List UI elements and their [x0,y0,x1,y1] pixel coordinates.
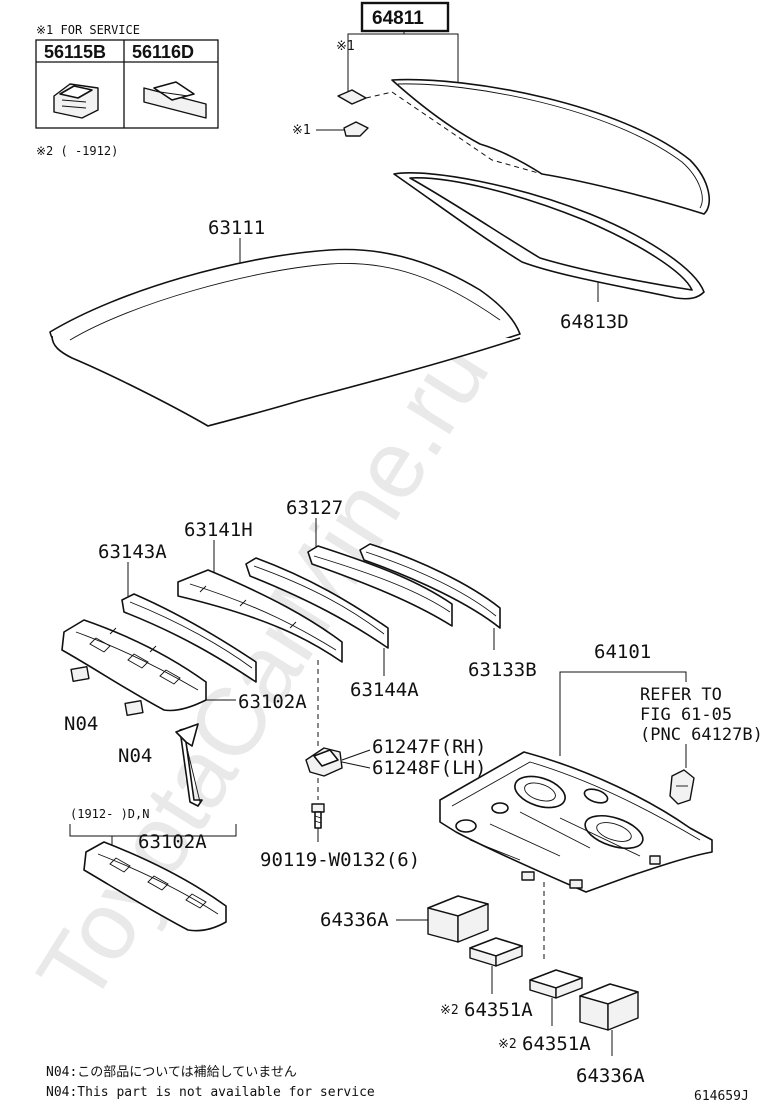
footnote-en: N04:This part is not available for servi… [46,1085,375,1100]
strip-56116D-icon [143,81,207,119]
clip-56115B-icon [53,83,99,119]
roof-bow-63143A [121,593,257,683]
package-tray-64101 [439,751,713,893]
back-glass-64811 [391,78,711,215]
arrow-up-icon [175,723,203,807]
clip-lower [343,121,369,137]
mark-1-upper: ※1 [336,39,355,54]
note-2-range: ※2 ( -1912) [36,144,118,158]
figure-id: 614659J [694,1089,749,1104]
mark-2-b: ※2 [498,1037,517,1052]
label-63141H: 63141H [184,519,253,541]
label-n04-b: N04 [118,745,152,767]
service-part-56115B: 56115B [44,42,106,62]
label-63111: 63111 [208,217,265,239]
label-64351A-a: 64351A [464,999,533,1021]
front-header-63102A [61,619,207,712]
part-n04-a [70,666,90,682]
label-64101: 64101 [594,641,651,663]
label-63143A: 63143A [98,541,167,563]
roof-rail-63133B [359,543,501,629]
clip-64127B [669,769,695,805]
label-61247F: 61247F(RH) [372,736,486,758]
clip-upper [337,89,367,105]
roof-panel-63111 [49,248,521,427]
refer-line-2: FIG 61-05 [640,705,732,725]
pad-64351A-b [529,969,583,999]
roof-bow-63144A [245,557,389,649]
part-n04-b [124,700,144,716]
refer-line-1: REFER TO [640,685,722,705]
pad-64336A-b [579,983,639,1031]
front-header-63102A-alt [83,841,227,932]
service-part-56116D: 56116D [132,42,194,62]
pad-64336A-a [427,895,489,943]
label-64813D: 64813D [560,311,629,333]
pad-64351A-a [469,937,523,967]
label-64336A-b: 64336A [576,1065,645,1087]
label-63127: 63127 [286,497,343,519]
range-note: (1912- )D,N [70,807,149,821]
footnote-jp: N04:この部品については補給していません [46,1065,297,1080]
service-box: ※1 FOR SERVICE 56115B 56116D [35,23,219,129]
roof-rail-63127 [307,545,453,627]
label-63144A: 63144A [350,679,419,701]
label-90119: 90119-W0132(6) [260,849,420,871]
mark-2-a: ※2 [440,1003,459,1018]
bracket-61247F [305,747,343,777]
label-63102A: 63102A [238,691,307,713]
glass-dam-64813D [393,172,705,300]
bolt-90119-icon [311,803,325,829]
label-61248F: 61248F(LH) [372,757,486,779]
label-64351A-b: 64351A [522,1033,591,1055]
mark-1-lower: ※1 [292,123,311,138]
label-n04-a: N04 [64,713,98,735]
label-box-64811 [360,1,450,33]
roof-bow-63141H [177,569,343,663]
label-63133B: 63133B [468,659,537,681]
label-64811: 64811 [372,8,424,29]
refer-line-3: (PNC 64127B) [640,725,760,745]
service-box-header: ※1 FOR SERVICE [36,23,140,37]
label-64336A-a: 64336A [320,909,389,931]
label-63102A-alt: 63102A [138,831,207,853]
